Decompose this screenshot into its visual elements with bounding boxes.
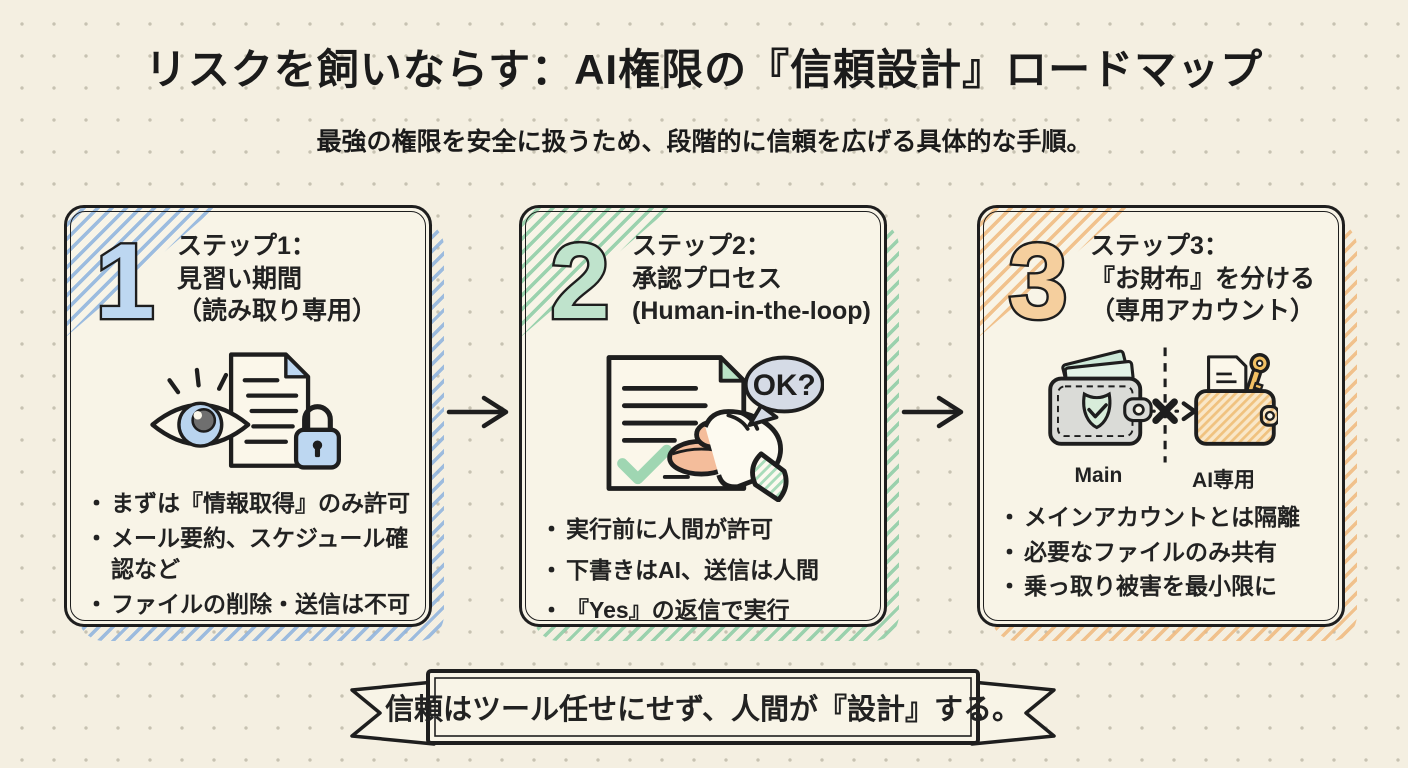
- step-number-2: 2: [548, 220, 612, 340]
- step-title-line: ステップ3：: [1090, 232, 1229, 260]
- step-number-1: 1: [93, 220, 157, 340]
- speech-bubble-text: OK?: [752, 369, 815, 402]
- approval-stamp-icon: OK?: [540, 346, 866, 504]
- ai-wallet-label: AI専用: [1192, 469, 1256, 492]
- shield-icon: [1081, 391, 1112, 430]
- step-title-line: ステップ2：: [632, 232, 771, 260]
- bullet-text: 実行前に人間が許可: [566, 516, 773, 542]
- bullet-marker: ・: [540, 556, 563, 583]
- bullet-text: ファイルの削除・送信は不可: [111, 591, 410, 618]
- eye-icon: [150, 367, 251, 448]
- svg-text:3: 3: [1008, 221, 1067, 340]
- svg-text:1: 1: [95, 221, 154, 340]
- step-title-line: (Human-in-the-loop): [632, 297, 871, 325]
- list-item: ・必要なファイルのみ共有: [998, 537, 1324, 569]
- list-item: ・メインアカウントとは隔離: [998, 502, 1324, 534]
- bullet-marker: ・: [540, 597, 563, 624]
- step-title-line: （専用アカウント）: [1090, 297, 1316, 325]
- bullet-text: 『Yes』の返信で実行: [566, 597, 790, 624]
- step-title-line: 『お財布』を分ける: [1090, 264, 1316, 293]
- step-card-2-body: 2 ステップ2： 承認プロセス (Human-in-the-loop): [519, 205, 887, 627]
- step-1-bullets: ・まずは『情報取得』のみ許可 ・メール要約、スケジュール確認など ・ファイルの削…: [85, 488, 411, 621]
- bullet-marker: ・: [85, 490, 108, 516]
- arrow-step2-to-step3-icon: [901, 395, 964, 429]
- step-title-line: 見習い期間: [177, 264, 303, 293]
- main-wallet-label: Main: [1074, 464, 1123, 487]
- wallet-labels: Main AI専用: [1043, 464, 1279, 492]
- ai-wallet-icon: [1193, 353, 1279, 446]
- list-item: ・まずは『情報取得』のみ許可: [85, 488, 411, 520]
- conclusion-text: 信頼はツール任せにせず、人間が『設計』する。: [385, 694, 1021, 726]
- sleeve: [749, 451, 789, 502]
- step-number-3: 3: [1006, 220, 1070, 340]
- list-item: ・乗っ取り被害を最小限に: [998, 571, 1324, 603]
- bullet-text: まずは『情報取得』のみ許可: [111, 490, 410, 516]
- bullet-marker: ・: [85, 524, 108, 551]
- bullet-marker: ・: [85, 591, 108, 618]
- list-item: ・『Yes』の返信で実行: [540, 595, 866, 624]
- bullet-marker: ・: [998, 538, 1021, 565]
- blocked-flow-icon: [1150, 398, 1197, 425]
- step-card-3-body: 3 ステップ3： 『お財布』を分ける （専用アカウント）: [977, 205, 1345, 627]
- svg-text:2: 2: [550, 221, 609, 340]
- list-item: ・実行前に人間が許可: [540, 514, 866, 546]
- document-icon: [228, 352, 311, 468]
- bullet-marker: ・: [540, 516, 563, 542]
- arrow-step1-to-step2-icon: [446, 395, 509, 429]
- bullet-text: 必要なファイルのみ共有: [1024, 538, 1277, 565]
- step-card-2: 2 ステップ2： 承認プロセス (Human-in-the-loop): [519, 205, 899, 641]
- list-item: ・ファイルの削除・送信は不可: [85, 589, 411, 621]
- step-title-2: ステップ2： 承認プロセス (Human-in-the-loop): [632, 220, 871, 328]
- check-icon: [616, 444, 672, 485]
- bullet-text: メール要約、スケジュール確認など: [111, 524, 409, 583]
- speech-bubble-icon: OK?: [743, 355, 825, 427]
- eye-document-lock-icon: [85, 346, 411, 478]
- bullet-text: 乗っ取り被害を最小限に: [1024, 573, 1277, 600]
- list-item: ・メール要約、スケジュール確認など: [85, 523, 411, 586]
- bullet-text: メインアカウントとは隔離: [1024, 504, 1300, 530]
- read-only-illustration: [150, 352, 341, 470]
- step-card-1-body: 1 ステップ1： 見習い期間 （読み取り専用）: [64, 205, 432, 627]
- step-title-line: （読み取り専用）: [177, 297, 378, 325]
- bullet-marker: ・: [998, 504, 1021, 530]
- key-icon: [1244, 353, 1270, 397]
- bullet-marker: ・: [998, 573, 1021, 600]
- wallets-illustration: [1048, 347, 1279, 463]
- step-title-line: ステップ1：: [177, 232, 316, 260]
- approval-illustration: OK?: [606, 355, 825, 502]
- step-card-1: 1 ステップ1： 見習い期間 （読み取り専用）: [64, 205, 444, 641]
- x-mark-icon: [1152, 398, 1178, 425]
- step-2-bullets: ・実行前に人間が許可 ・下書きはAI、送信は人間 ・『Yes』の返信で実行: [540, 514, 866, 624]
- wallet-separation-icon: Main AI専用: [1043, 346, 1279, 492]
- ribbon-icon: [350, 669, 1056, 746]
- conclusion-banner: 信頼はツール任せにせず、人間が『設計』する。: [334, 662, 1072, 754]
- page-subtitle: 最強の権限を安全に扱うため、段階的に信頼を広げる具体的な手順。: [316, 128, 1092, 156]
- step-title-3: ステップ3： 『お財布』を分ける （専用アカウント）: [1090, 220, 1315, 328]
- bullet-text: 下書きはAI、送信は人間: [566, 556, 819, 583]
- main-wallet-icon: [1048, 349, 1153, 446]
- step-title-line: 承認プロセス: [632, 264, 783, 293]
- hand-icon: [702, 409, 789, 502]
- list-item: ・下書きはAI、送信は人間: [540, 555, 866, 587]
- step-3-bullets: ・メインアカウントとは隔離 ・必要なファイルのみ共有 ・乗っ取り被害を最小限に: [998, 502, 1324, 603]
- page-title: リスクを飼いならす：AI権限の『信頼設計』ロードマップ: [144, 46, 1264, 93]
- lock-icon: [293, 404, 341, 470]
- step-title-1: ステップ1： 見習い期間 （読み取り専用）: [177, 220, 377, 328]
- step-card-3: 3 ステップ3： 『お財布』を分ける （専用アカウント）: [977, 205, 1357, 641]
